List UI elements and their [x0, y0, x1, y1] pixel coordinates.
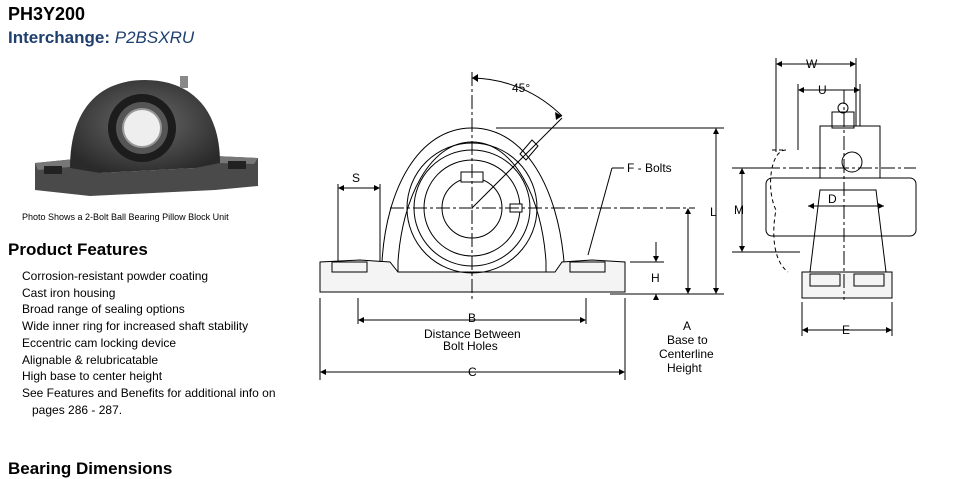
dim-e-label: E: [842, 323, 850, 337]
feature-item: Cast iron housing: [22, 285, 116, 300]
feature-item: Broad range of sealing options: [22, 302, 185, 317]
feature-item: High base to center height: [22, 369, 163, 384]
part-number-title: PH3Y200: [8, 4, 86, 24]
pillow-block-photo: [35, 76, 258, 196]
dimension-drawing: 45° S F - Bolts L H B Distance Between B…: [319, 57, 917, 380]
photo-caption: Photo Shows a 2-Bolt Ball Bearing Pillow…: [22, 212, 229, 222]
dim-d-label: D: [828, 192, 837, 206]
interchange-value: P2BSXRU: [114, 28, 195, 47]
features-heading: Product Features: [8, 240, 148, 259]
dim-b-desc-1: Distance Between: [424, 327, 521, 341]
feature-item: Wide inner ring for increased shaft stab…: [22, 319, 249, 334]
dim-w-label: W: [806, 57, 818, 71]
dim-b-label: B: [468, 311, 476, 325]
dim-c-label: C: [468, 365, 477, 379]
dim-m-label: M: [734, 203, 744, 217]
dim-l-label: L: [710, 205, 717, 219]
feature-item: Alignable & relubricatable: [22, 352, 159, 367]
dim-h-label: H: [651, 271, 660, 285]
features-list: Corrosion-resistant powder coating Cast …: [22, 268, 276, 418]
bearing-dimensions-heading: Bearing Dimensions: [8, 459, 173, 478]
dim-a-desc-1: Base to: [667, 333, 708, 347]
dim-b-desc-2: Bolt Holes: [443, 339, 498, 353]
dim-a-label: A: [683, 319, 691, 333]
feature-item-continuation: pages 286 - 287.: [32, 402, 123, 417]
angle-label: 45°: [512, 81, 530, 95]
f-bolts-label: F - Bolts: [627, 161, 672, 175]
interchange-label: Interchange:: [8, 28, 111, 47]
dim-a-desc-2: Centerline: [659, 347, 714, 361]
interchange-line: Interchange: P2BSXRU: [8, 28, 194, 48]
feature-item: See Features and Benefits for additional…: [22, 385, 276, 400]
dim-a-desc-3: Height: [667, 361, 702, 375]
dim-s-label: S: [352, 171, 360, 185]
dim-u-label: U: [818, 83, 827, 97]
feature-item: Corrosion-resistant powder coating: [22, 269, 209, 283]
feature-item: Eccentric cam locking device: [22, 335, 177, 350]
